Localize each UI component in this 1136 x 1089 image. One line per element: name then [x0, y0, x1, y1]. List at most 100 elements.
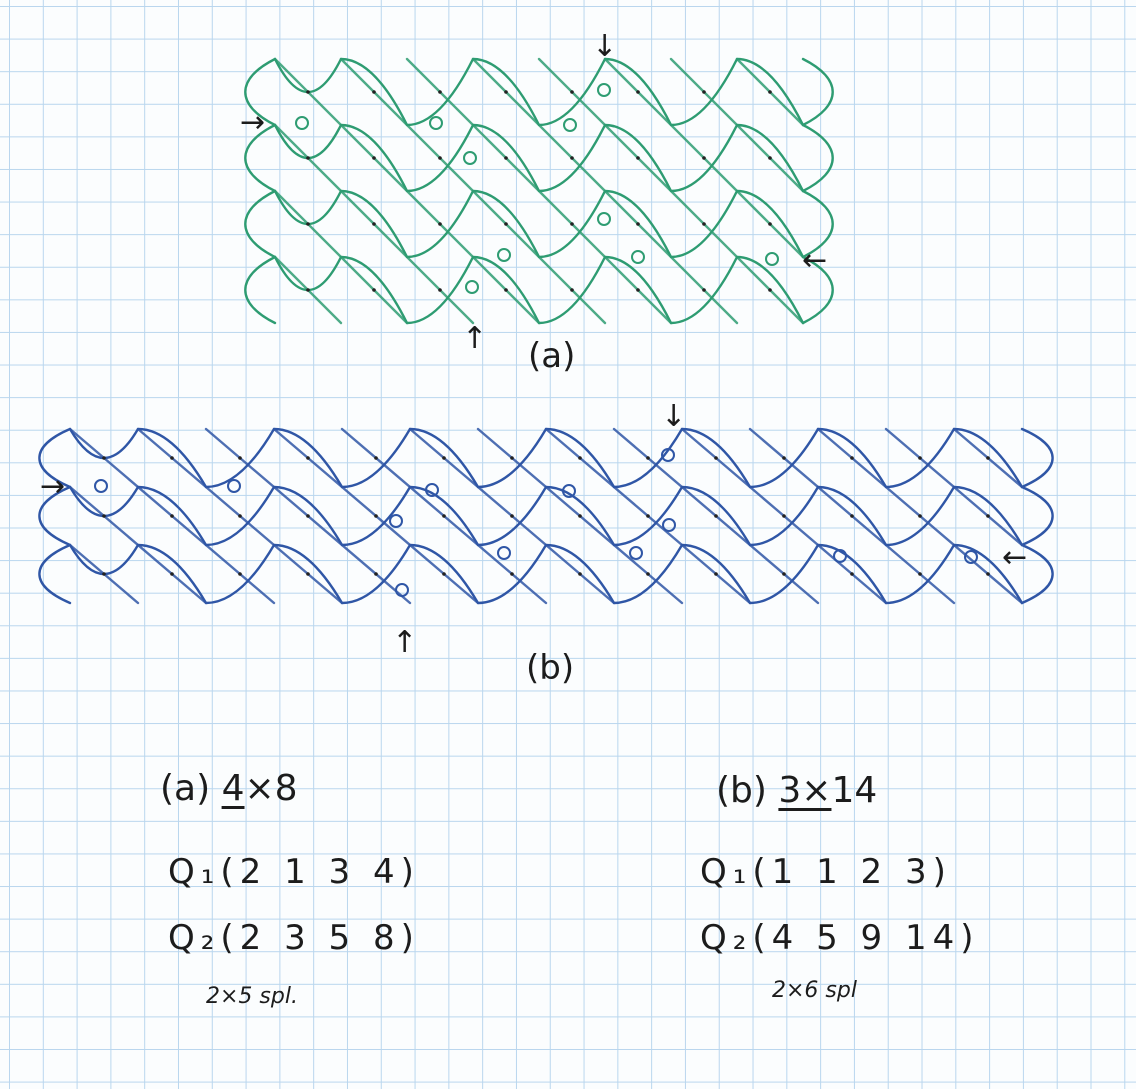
crossing-ring — [94, 479, 108, 493]
grid-dot — [850, 514, 854, 518]
grid-dot — [306, 572, 310, 576]
arrow-b-left: → — [40, 469, 65, 504]
grid-dot — [438, 288, 442, 292]
grid-dot — [702, 288, 706, 292]
grid-dot — [442, 456, 446, 460]
grid-dot — [570, 222, 574, 226]
grid-dot — [306, 222, 310, 226]
spec-a-rows: 4 — [221, 768, 245, 809]
crossing-ring — [662, 518, 676, 532]
grid-dot — [102, 514, 106, 518]
crossing-ring — [389, 514, 403, 528]
spec-a: (a) 4×8 — [160, 768, 298, 809]
grid-dot — [850, 456, 854, 460]
kolam-strand-row — [68, 543, 1024, 605]
arrow-b-right: ← — [1002, 540, 1027, 575]
grid-dot — [702, 90, 706, 94]
grid-dot — [372, 288, 376, 292]
arrow-a-left: → — [240, 105, 265, 140]
grid-dot — [570, 288, 574, 292]
grid-dot — [646, 572, 650, 576]
crossing-ring — [295, 116, 309, 130]
grid-dot — [646, 456, 650, 460]
crossing-ring — [765, 252, 779, 266]
grid-dot — [372, 156, 376, 160]
spec-b-rows: 3× — [778, 770, 832, 811]
grid-dot — [306, 156, 310, 160]
spl-a: 2×5 spl. — [206, 984, 298, 1009]
q1-a: Q₁(2 1 3 4) — [168, 852, 420, 892]
grid-dot — [570, 156, 574, 160]
spec-b-cols: 14 — [831, 770, 878, 811]
crossing-ring — [465, 280, 479, 294]
grid-dot — [918, 514, 922, 518]
grid-dot — [510, 456, 514, 460]
arrow-b-bottom: ↑ — [392, 625, 417, 660]
caption-a: (a) — [528, 336, 576, 376]
kolam-strand-diagonal — [273, 57, 541, 325]
q2-b: Q₂(4 5 9 14) — [700, 918, 980, 958]
arrow-a-top: ↓ — [592, 29, 617, 64]
kolam-loop-right — [801, 57, 834, 127]
arrow-b-top: ↓ — [661, 399, 686, 434]
grid-dot — [438, 90, 442, 94]
spec-b: (b) 3×14 — [716, 770, 877, 811]
caption-b: (b) — [526, 648, 575, 688]
grid-dot — [768, 156, 772, 160]
crossing-ring — [833, 549, 847, 563]
grid-dot — [306, 514, 310, 518]
kolam-strand-row — [273, 57, 805, 127]
kolam-loop-left — [244, 189, 277, 259]
grid-dot — [578, 572, 582, 576]
grid-dot — [850, 572, 854, 576]
kolam-strand-row — [68, 427, 1024, 489]
kolam-strand-diagonal — [537, 57, 805, 325]
grid-dot — [768, 222, 772, 226]
kolam-strand-diagonal — [405, 57, 673, 325]
grid-dot — [306, 456, 310, 460]
grid-dot — [238, 572, 242, 576]
grid-dot — [374, 456, 378, 460]
crossing-ring — [497, 546, 511, 560]
kolam-strand-diagonal — [669, 57, 805, 193]
kolam-loop-right — [1020, 485, 1054, 547]
kolam-strand-diagonal — [339, 57, 607, 325]
kolam-loop-right — [1020, 427, 1054, 489]
kolam-loop-right — [801, 123, 834, 193]
grid-dot — [986, 456, 990, 460]
crossing-ring — [562, 484, 576, 498]
grid-dot — [372, 90, 376, 94]
grid-dot — [442, 514, 446, 518]
grid-dot — [372, 222, 376, 226]
grid-dot — [306, 90, 310, 94]
kolam-loop-right — [1020, 543, 1054, 605]
spec-a-open: (a) — [160, 768, 222, 809]
spec-b-open: (b) — [716, 770, 779, 811]
kolam-strand-row — [68, 485, 1024, 547]
kolam-loop-right — [801, 189, 834, 259]
grid-dot — [504, 222, 508, 226]
kolam-loop-left — [244, 255, 277, 325]
grid-dot — [374, 514, 378, 518]
grid-dot — [438, 222, 442, 226]
crossing-ring — [661, 448, 675, 462]
kolam-loop-left — [38, 543, 72, 605]
crossing-ring — [597, 83, 611, 97]
grid-dot — [702, 222, 706, 226]
crossing-ring — [429, 116, 443, 130]
grid-dot — [102, 572, 106, 576]
grid-dot — [918, 456, 922, 460]
kolam-loop-right — [801, 255, 834, 325]
spl-b: 2×6 spl — [772, 978, 857, 1003]
grid-dot — [782, 514, 786, 518]
crossing-ring — [463, 151, 477, 165]
grid-dot — [986, 572, 990, 576]
crossing-ring — [597, 212, 611, 226]
grid-dot — [578, 514, 582, 518]
grid-dot — [510, 514, 514, 518]
kolam-b — [38, 427, 1054, 605]
arrow-a-right: ← — [802, 243, 827, 278]
kolam-loop-left — [244, 57, 277, 127]
grid-dot — [714, 572, 718, 576]
